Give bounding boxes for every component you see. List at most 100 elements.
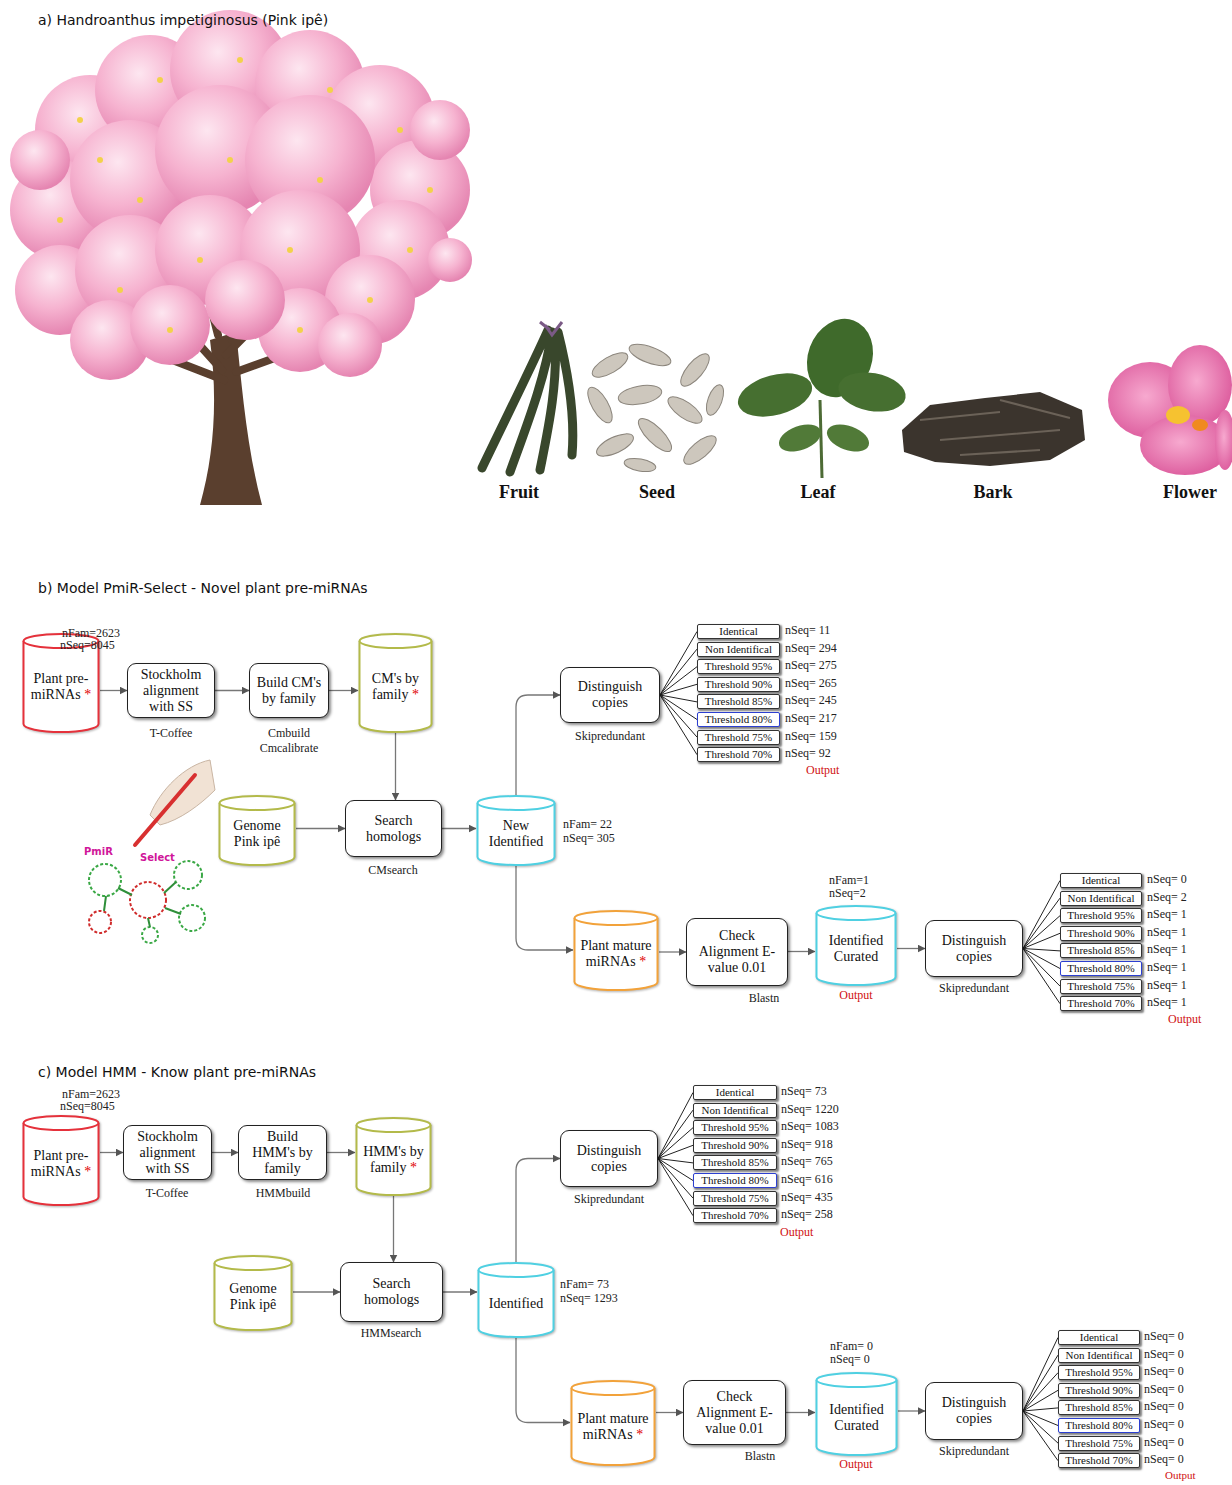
threshold-box: Non Identifical	[697, 642, 780, 657]
threshold-box: Threshold 95%	[1058, 1365, 1140, 1380]
threshold-box: Threshold 80%	[697, 712, 780, 727]
panel-heading: a) Handroanthus impetiginosus (Pink ipê)	[38, 12, 328, 28]
database-cylinder: Identified	[477, 1262, 555, 1337]
part-label: Flower	[1163, 482, 1217, 503]
fan-line	[660, 695, 697, 755]
fan-line	[658, 1145, 693, 1158]
tree-canopy	[130, 285, 210, 365]
output-label: Output	[780, 1226, 813, 1239]
fan-line	[1023, 898, 1060, 948]
count-label: nSeq= 305	[563, 832, 615, 845]
node-text: Search homologs	[346, 1276, 437, 1308]
tree-blossom	[77, 117, 83, 123]
process-box: Stockholm alignment with SS	[123, 1125, 212, 1180]
node-text: Plant mature miRNAs *	[577, 938, 655, 970]
count-label: nSeq= 1	[1147, 961, 1187, 974]
tool-label: Skipredundant	[939, 1444, 1009, 1458]
node-text: Identified	[481, 1296, 551, 1312]
flow-arrow	[395, 732, 396, 800]
threshold-box: Threshold 80%	[693, 1173, 777, 1188]
node-text: CM's by family *	[362, 671, 429, 703]
leaf	[733, 309, 909, 478]
fan-line	[1023, 949, 1060, 987]
rna-structures	[174, 861, 202, 889]
bark	[920, 400, 1070, 455]
rna-structures	[130, 882, 166, 918]
flow-arrow	[516, 695, 560, 795]
node-text: Threshold 90%	[697, 1139, 773, 1152]
database-cylinder: Genome Pink ipê	[213, 1255, 293, 1330]
count-label: nSeq= 73	[781, 1085, 827, 1098]
node-text: Threshold 80%	[1064, 962, 1138, 975]
node-text: Non Identifical	[701, 643, 776, 656]
tree-blossom	[197, 257, 203, 263]
process-box: Build HMM's by family	[238, 1125, 327, 1180]
node-text: Identical	[701, 625, 776, 638]
node-text: Build CM's by family	[255, 675, 323, 707]
node-text: Threshold 70%	[701, 748, 776, 761]
fan-line	[660, 667, 697, 695]
threshold-box: Threshold 90%	[1058, 1383, 1140, 1398]
cylinder-body	[575, 918, 658, 990]
flow-arrow	[898, 1410, 925, 1411]
node-text: Threshold 95%	[701, 660, 776, 673]
cylinder-body	[817, 913, 896, 985]
fan-line	[660, 695, 697, 737]
tree-blossom	[297, 327, 303, 333]
tree-blossom	[317, 177, 323, 183]
seeds	[676, 350, 714, 391]
database-cylinder: CM's by family *	[358, 633, 433, 732]
tree-blossom	[327, 87, 333, 93]
fan-line	[1023, 1408, 1058, 1411]
threshold-box: Threshold 90%	[1060, 926, 1142, 941]
asterisk-mark: *	[636, 1427, 643, 1442]
fan-line	[1023, 949, 1060, 1004]
seeds	[617, 382, 663, 407]
count-label: nSeq= 245	[785, 694, 837, 707]
node-text: Threshold 75%	[1064, 980, 1138, 993]
node-text: Plant pre-miRNAs *	[26, 671, 96, 703]
flow-arrow	[329, 690, 358, 691]
node-text: Threshold 85%	[1062, 1401, 1136, 1414]
threshold-box: Identical	[1060, 873, 1142, 888]
count-label: nSeq= 92	[785, 747, 831, 760]
tool-label: Skipredundant	[939, 981, 1009, 995]
rna-structures	[104, 882, 181, 927]
cylinder-top	[360, 634, 432, 648]
threshold-box: Threshold 75%	[1058, 1436, 1140, 1451]
process-box: Search homologs	[345, 800, 442, 857]
node-text: Plant mature miRNAs *	[574, 1411, 652, 1443]
count-label: nSeq= 0	[1147, 873, 1187, 886]
tool-label: Cmcalibrate	[260, 741, 319, 755]
tree-canopy	[10, 10, 472, 380]
node-text: Search homologs	[351, 813, 436, 845]
count-label: nSeq= 2	[1147, 891, 1187, 904]
cylinder-top	[575, 911, 658, 925]
count-label: nSeq= 1293	[560, 1292, 618, 1305]
flower	[1192, 419, 1208, 431]
count-label: nSeq= 0	[1144, 1383, 1184, 1396]
database-cylinder: Plant pre-miRNAs *	[22, 1115, 100, 1205]
seeds	[583, 340, 727, 474]
flow-arrow	[442, 828, 476, 829]
rna-structures	[89, 864, 121, 896]
cylinder-top	[220, 796, 295, 810]
node-text: Distinguish copies	[931, 933, 1017, 965]
node-text: Identified Curated	[819, 933, 893, 965]
node-text: Genome Pink ipê	[217, 1281, 289, 1313]
threshold-box: Threshold 80%	[1058, 1418, 1140, 1433]
tree-blossom	[407, 247, 413, 253]
tree-blossom	[97, 157, 103, 163]
logo-text: PmiR	[84, 846, 113, 857]
fan-line	[658, 1159, 693, 1199]
node-text: Build HMM's by family	[244, 1129, 321, 1177]
count-label: nSeq= 294	[785, 642, 837, 655]
count-label: nSeq= 1	[1147, 926, 1187, 939]
fan-line	[1023, 1338, 1058, 1412]
database-cylinder: HMM's by family *	[355, 1117, 432, 1195]
output-label: Output	[806, 764, 839, 777]
threshold-box: Threshold 70%	[1058, 1453, 1140, 1468]
cylinder-body	[360, 641, 432, 732]
threshold-box: Non Identifical	[693, 1103, 777, 1118]
